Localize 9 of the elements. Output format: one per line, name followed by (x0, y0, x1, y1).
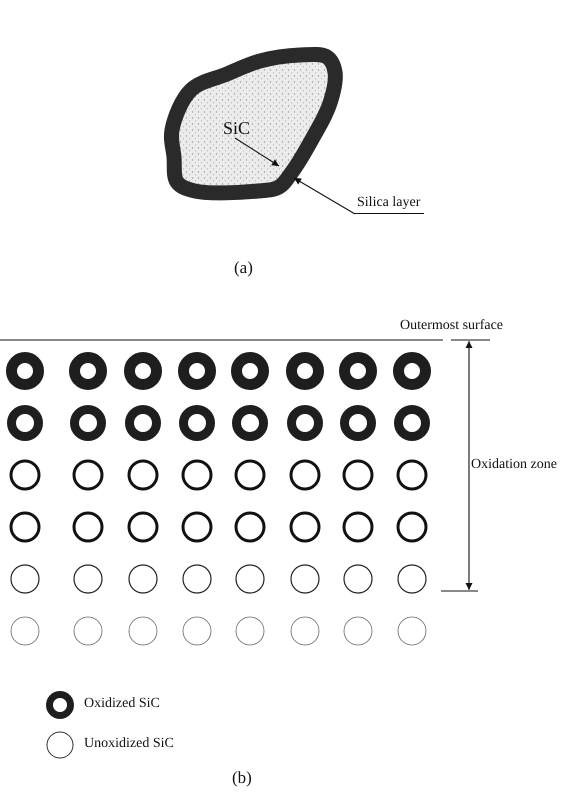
legend-label: Unoxidized SiC (84, 736, 174, 752)
zone-label: Oxidation zone (471, 456, 557, 474)
panel-label: (b) (232, 768, 252, 788)
leader-line (294, 178, 356, 214)
panel-label: (a) (234, 258, 253, 278)
legend-label: Oxidized SiC (84, 696, 160, 712)
material-label: SiC (223, 119, 250, 137)
layer-label: Silica layer (355, 194, 424, 214)
surface-label: Outermost surface (400, 317, 504, 335)
